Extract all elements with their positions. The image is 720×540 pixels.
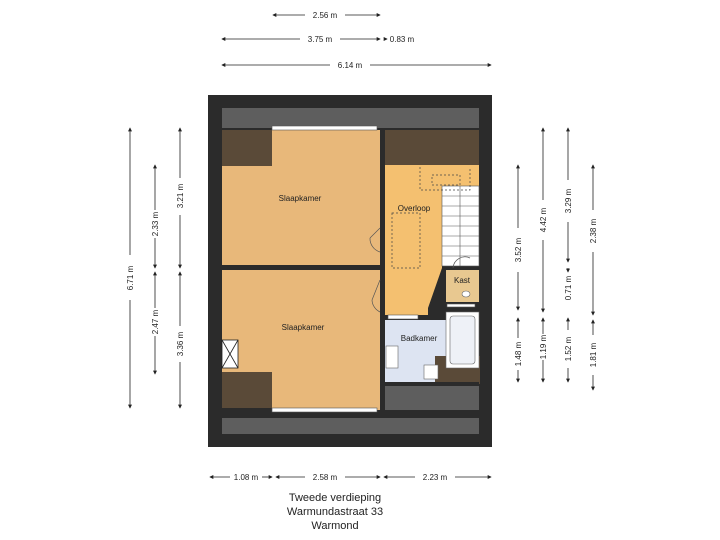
dim-top-0-83: 0.83 m — [390, 35, 415, 44]
doors — [369, 227, 471, 313]
dim-left-2-33: 2.33 m — [151, 211, 160, 236]
dim-right-3-29: 3.29 m — [564, 188, 573, 213]
caption-city: Warmond — [311, 520, 359, 532]
label-bathroom: Badkamer — [401, 334, 438, 343]
dim-bottom-2-23: 2.23 m — [423, 473, 448, 482]
room-bedroom-1 — [222, 130, 380, 265]
dim-left-6-71: 6.71 m — [126, 265, 135, 290]
dim-right-2-38: 2.38 m — [589, 218, 598, 243]
dim-right-1-48: 1.48 m — [514, 341, 523, 366]
dim-bottom-1-08: 1.08 m — [234, 473, 259, 482]
top-dimensions — [221, 13, 492, 67]
shaft-icon — [221, 339, 239, 369]
bathroom-fixtures — [385, 290, 480, 380]
closet-toilet-icon — [461, 290, 471, 298]
windows — [271, 125, 476, 413]
dim-top-2-56: 2.56 m — [313, 11, 338, 20]
dim-right-0-71: 0.71 m — [564, 275, 573, 300]
label-bedroom-1: Slaapkamer — [279, 194, 322, 203]
dim-bottom-2-58: 2.58 m — [313, 473, 338, 482]
dim-right-1-81: 1.81 m — [589, 342, 598, 367]
dim-top-6-14: 6.14 m — [338, 61, 363, 70]
dim-left-3-36: 3.36 m — [176, 331, 185, 356]
room-bedroom-2 — [222, 270, 380, 410]
caption-street: Warmundastraat 33 — [286, 506, 384, 518]
dashed-lines — [391, 167, 471, 269]
toilet-icon — [423, 364, 439, 380]
dim-left-3-21: 3.21 m — [176, 183, 185, 208]
dim-right-1-19: 1.19 m — [539, 334, 548, 359]
staircase — [441, 185, 480, 267]
dim-right-3-52: 3.52 m — [514, 237, 523, 262]
dim-top-3-75: 3.75 m — [308, 35, 333, 44]
caption-floor: Tweede verdieping — [288, 492, 382, 504]
label-bedroom-2: Slaapkamer — [282, 323, 325, 332]
right-dimensions — [516, 127, 595, 391]
sink-icon — [385, 345, 399, 369]
label-closet: Kast — [454, 276, 471, 285]
dim-left-2-47: 2.47 m — [151, 309, 160, 334]
dim-right-1-52: 1.52 m — [564, 336, 573, 361]
label-landing: Overloop — [398, 204, 431, 213]
left-dimensions — [128, 127, 182, 409]
dim-right-4-42: 4.42 m — [539, 207, 548, 232]
room-closet — [446, 270, 479, 302]
